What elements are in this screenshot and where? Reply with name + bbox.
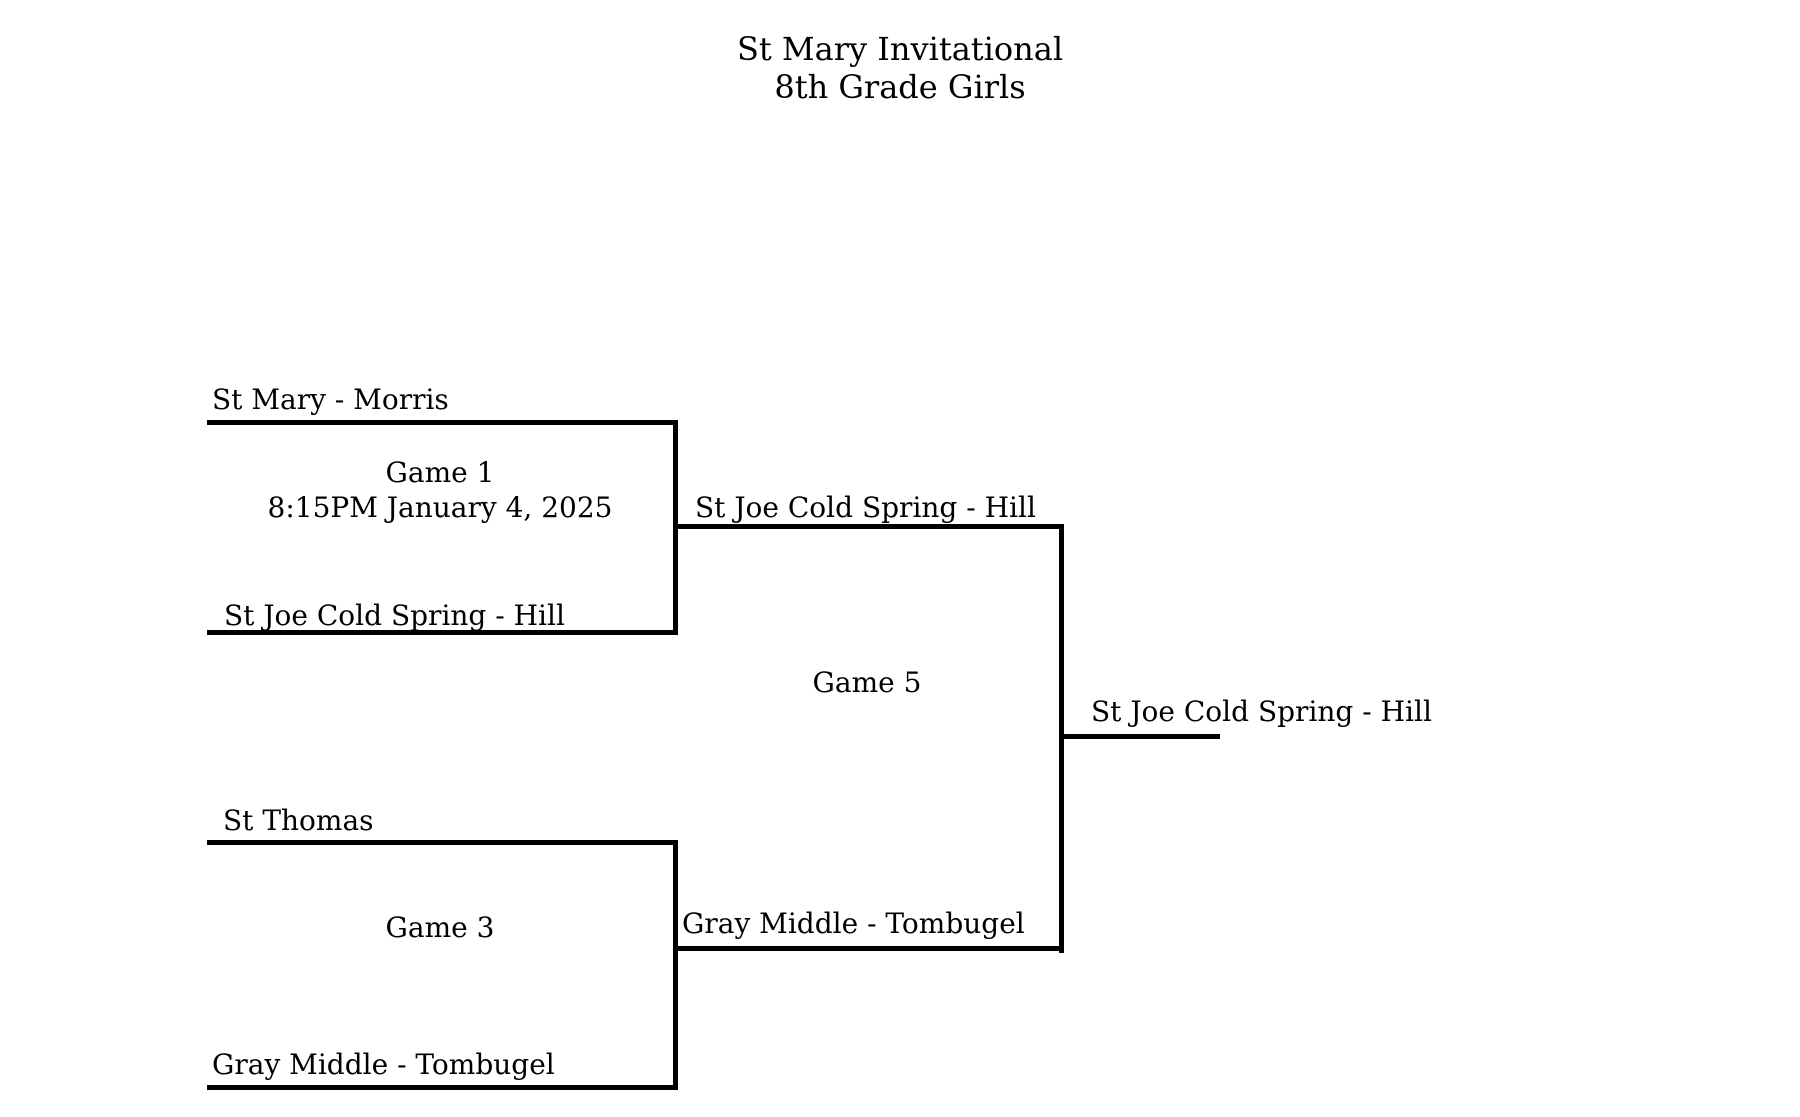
game3-team-bottom: Gray Middle - Tombugel bbox=[212, 1048, 555, 1081]
page-title: St Mary Invitational bbox=[736, 30, 1064, 68]
game1-time: 8:15PM January 4, 2025 bbox=[267, 491, 613, 524]
bracket-title-block: St Mary Invitational 8th Grade Girls bbox=[0, 30, 1800, 106]
game3-top-line bbox=[207, 840, 678, 845]
champion-line bbox=[1059, 734, 1220, 739]
game5-title: Game 5 bbox=[812, 666, 922, 699]
game5-top-line bbox=[673, 524, 1064, 529]
game1-title: Game 1 bbox=[385, 456, 495, 489]
game1-team-bottom: St Joe Cold Spring - Hill bbox=[224, 599, 565, 632]
game1-top-line bbox=[207, 420, 678, 425]
game5-team-top: St Joe Cold Spring - Hill bbox=[695, 491, 1036, 524]
champion-team: St Joe Cold Spring - Hill bbox=[1091, 695, 1432, 728]
game3-team-top: St Thomas bbox=[223, 804, 374, 837]
game1-bottom-line bbox=[207, 630, 678, 635]
game5-bottom-line bbox=[673, 946, 1064, 951]
game3-title: Game 3 bbox=[385, 911, 495, 944]
page-subtitle: 8th Grade Girls bbox=[774, 68, 1026, 106]
game3-label: Game 3 bbox=[240, 910, 640, 945]
game1-team-top: St Mary - Morris bbox=[212, 383, 449, 416]
game3-bottom-line bbox=[207, 1085, 678, 1090]
game3-connector-line bbox=[673, 840, 678, 1090]
game1-label: Game 1 8:15PM January 4, 2025 bbox=[240, 455, 640, 525]
game5-team-bottom: Gray Middle - Tombugel bbox=[682, 907, 1025, 940]
game5-label: Game 5 bbox=[767, 665, 967, 700]
